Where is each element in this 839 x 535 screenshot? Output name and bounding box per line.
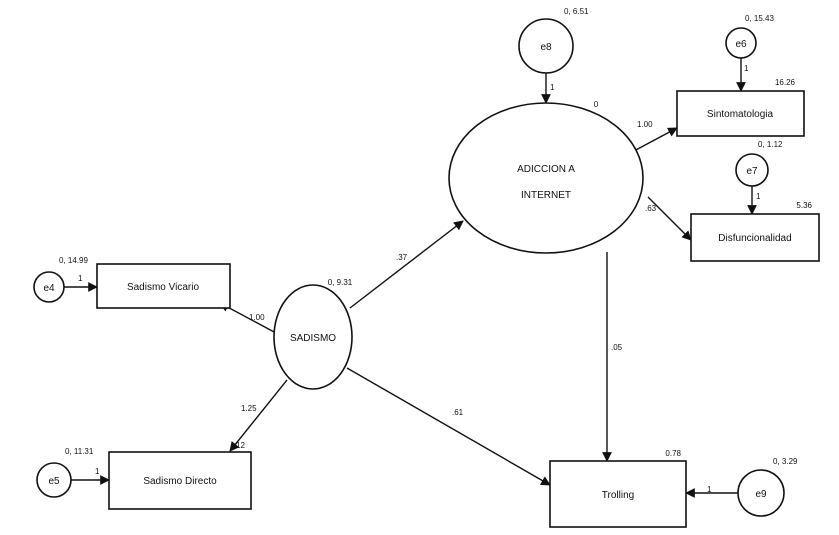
node-adiccion-internet[interactable]: ADICCION A INTERNET [448,102,644,254]
node-sadismo[interactable]: SADISMO [273,284,353,390]
error-e8-label: e8 [540,42,552,53]
error-e8[interactable]: e8 [518,18,574,74]
error-e9[interactable]: e9 [737,469,785,517]
fixed-e7: 1 [756,192,761,201]
coef-adiccion-trolling: .05 [611,343,623,352]
error-e9-variance: 0, 3.29 [773,457,798,466]
node-sadismo-directo-box [108,451,252,510]
node-trolling[interactable]: Trolling [549,460,687,528]
path-sadismo-adiccion [349,220,464,309]
error-e6[interactable]: e6 [725,27,757,59]
error-e7-label: e7 [746,166,758,177]
node-sintomatologia-label: Sintomatologia [707,109,774,120]
coef-sadismo-vicario: 1.00 [249,313,265,322]
sintomatologia-variance: 16.26 [775,78,796,87]
coef-adiccion-sintomatologia: 1.00 [637,120,653,129]
node-disfuncionalidad-label: Disfuncionalidad [718,233,791,244]
node-sadismo-ellipse [273,284,353,390]
node-adiccion-line2: INTERNET [521,190,571,201]
coef-adiccion-disfuncionalidad: .63 [645,204,657,213]
node-sadismo-directo[interactable]: Sadismo Directo [108,451,252,510]
node-disfuncionalidad-box [690,213,820,262]
disfuncionalidad-variance: 5.36 [796,201,812,210]
error-e9-label: e9 [755,489,767,500]
error-e4-variance: 0, 14.99 [59,256,88,265]
error-e4-circle [33,271,65,303]
fixed-e6: 1 [744,64,749,73]
error-e6-circle [725,27,757,59]
trolling-variance: 0.78 [665,449,681,458]
fixed-e8: 1 [550,83,555,92]
error-e7-circle [735,153,769,187]
error-e6-label: e6 [735,39,747,50]
node-sadismo-label: SADISMO [290,333,336,344]
node-trolling-label: Trolling [602,490,634,501]
error-e9-circle [737,469,785,517]
node-adiccion-line1: ADICCION A [517,164,575,175]
coef-sadismo-directo: 1.25 [241,404,257,413]
node-sintomatologia-box [676,90,805,137]
node-disfuncionalidad[interactable]: Disfuncionalidad [690,213,820,262]
coef-sadismo-adiccion: .37 [396,253,408,262]
node-trolling-box [549,460,687,528]
error-e7-variance: 0, 1.12 [758,140,783,149]
error-e8-circle [518,18,574,74]
error-e7[interactable]: e7 [735,153,769,187]
coef-sadismo-trolling: .61 [452,408,464,417]
path-sadismo-directo [229,379,288,452]
error-e5[interactable]: e5 [36,462,72,498]
intercept-sadismo-directo: 12 [236,441,245,450]
node-sintomatologia[interactable]: Sintomatologia [676,90,805,137]
node-adiccion-internet-ellipse [448,102,644,254]
node-sadismo-directo-label: Sadismo Directo [143,476,217,487]
path-adiccion-sintomatologia [631,127,678,153]
node-sadismo-vicario-box [96,263,231,309]
path-sadismo-trolling [346,367,551,486]
sadismo-variance: 0, 9.31 [328,278,353,287]
fixed-e5: 1 [95,467,100,476]
fixed-e4: 1 [78,274,83,283]
error-e5-label: e5 [48,476,60,487]
error-e6-variance: 0, 15.43 [745,14,774,23]
error-e5-circle [36,462,72,498]
error-e8-variance: 0, 6.51 [564,7,589,16]
path-adiccion-disfuncionalidad [647,196,692,241]
node-sadismo-vicario-label: Sadismo Vicario [127,282,200,293]
error-e4-label: e4 [43,283,55,294]
adiccion-variance: 0 [594,100,599,109]
node-sadismo-vicario[interactable]: Sadismo Vicario [96,263,231,309]
error-e5-variance: 0, 11.31 [65,447,94,456]
error-e4[interactable]: e4 [33,271,65,303]
fixed-e9: 1 [707,485,712,494]
